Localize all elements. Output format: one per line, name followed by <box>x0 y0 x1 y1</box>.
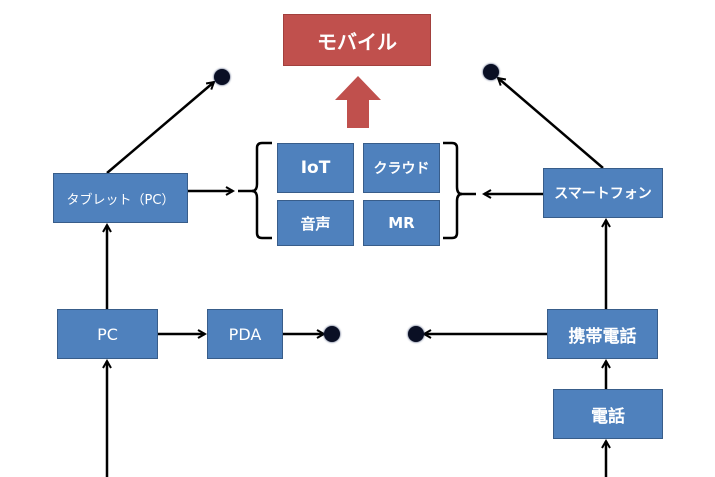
grid-item-label: IoT <box>300 158 331 178</box>
arrow-tablet-to-end <box>106 82 214 174</box>
up-arrow-icon <box>335 76 381 128</box>
grid-item-label: 音声 <box>300 214 331 233</box>
node-smartphone: スマートフォン <box>543 168 663 218</box>
node-tablet: タブレット（PC） <box>53 173 188 223</box>
node-mobile-phone: 携帯電話 <box>547 309 658 359</box>
node-label: スマートフォン <box>554 186 652 202</box>
node-pda: PDA <box>207 309 283 359</box>
endpoint-dot-top-right <box>483 64 499 80</box>
grid-item-voice: 音声 <box>277 200 354 246</box>
right-brace <box>443 141 463 240</box>
grid-item-cloud: クラウド <box>363 143 440 193</box>
node-label: PDA <box>228 324 262 344</box>
mobile-title-label: モバイル <box>317 29 397 54</box>
endpoint-dot-mobile <box>408 326 424 342</box>
endpoint-dot-top-left <box>214 69 230 85</box>
grid-item-iot: IoT <box>277 143 354 193</box>
node-label: 電話 <box>591 406 625 427</box>
node-phone: 電話 <box>553 389 663 439</box>
node-label: 携帯電話 <box>568 326 637 347</box>
node-label: タブレット（PC） <box>66 192 175 208</box>
left-brace <box>251 141 272 240</box>
grid-item-label: クラウド <box>373 161 430 177</box>
mobile-title-box: モバイル <box>283 14 431 66</box>
endpoint-dot-pda <box>324 326 340 342</box>
grid-item-label: MR <box>388 214 415 232</box>
arrow-smartphone-to-end <box>498 78 604 169</box>
node-pc: PC <box>57 309 158 359</box>
node-label: PC <box>97 324 118 344</box>
grid-item-mr: MR <box>363 200 440 246</box>
